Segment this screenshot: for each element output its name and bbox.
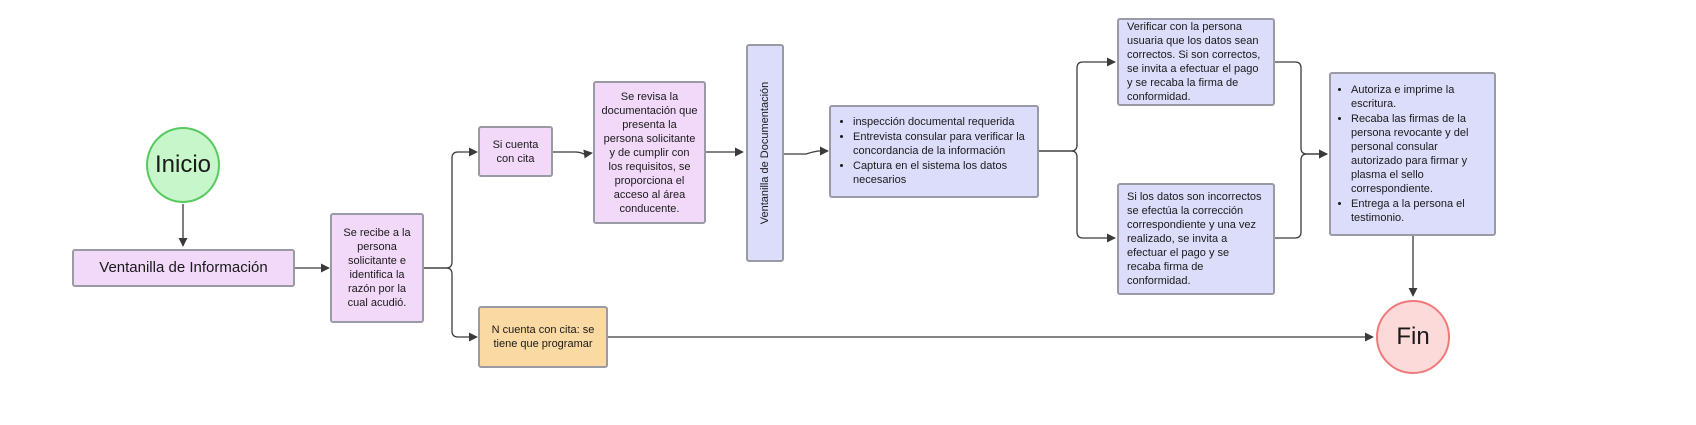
process-datos-incorrectos: Si los datos son incorrectos se efectúa …	[1117, 183, 1275, 295]
process-recibe-solicitante: Se recibe a la persona solicitante e ide…	[330, 213, 424, 323]
ventanilla-informacion-label: Ventanilla de Información	[99, 259, 268, 276]
autoriza-list: Autoriza e imprime la escritura. Recaba …	[1337, 83, 1486, 226]
inspeccion-item: Entrevista consular para verificar la co…	[853, 130, 1027, 158]
process-no-cuenta-con-cita: N cuenta con cita: se tiene que programa…	[478, 306, 608, 368]
ventanilla-documentacion-label: Ventanilla de Documentación	[759, 81, 772, 225]
inspeccion-item: inspección documental requerida	[853, 115, 1027, 129]
process-ventanilla-documentacion: Ventanilla de Documentación	[746, 44, 784, 262]
recibe-solicitante-label: Se recibe a la persona solicitante e ide…	[343, 227, 411, 309]
edge-verificar-autoriza	[1275, 61, 1328, 159]
edge-incorrectos-autoriza	[1275, 149, 1328, 239]
edge-inspeccion-verificar	[1039, 57, 1116, 152]
edge-si-cita-revisa	[553, 149, 593, 159]
datos-incorrectos-label: Si los datos son incorrectos se efectúa …	[1127, 191, 1262, 287]
process-ventanilla-informacion: Ventanilla de Información	[72, 249, 295, 287]
process-inspeccion-documental: inspección documental requerida Entrevis…	[829, 105, 1039, 198]
autoriza-item: Entrega a la persona el testimonio.	[1351, 197, 1486, 225]
process-revisa-documentacion: Se revisa la documentación que presenta …	[593, 81, 706, 224]
autoriza-item: Autoriza e imprime la escritura.	[1351, 83, 1486, 111]
end-node-fin: Fin	[1376, 300, 1450, 374]
edge-ventanilla-doc-inspeccion	[784, 146, 829, 156]
inspeccion-item: Captura en el sistema los datos necesari…	[853, 159, 1027, 187]
end-node-label: Fin	[1396, 323, 1430, 350]
revisa-documentacion-label: Se revisa la documentación que presenta …	[601, 90, 698, 215]
no-cita-label: N cuenta con cita: se tiene que programa…	[491, 324, 595, 350]
start-node-label: Inicio	[154, 151, 212, 178]
process-autoriza-escritura: Autoriza e imprime la escritura. Recaba …	[1329, 72, 1496, 236]
start-node-inicio: Inicio	[146, 127, 220, 203]
autoriza-item: Recaba las firmas de la persona revocant…	[1351, 112, 1486, 196]
verificar-datos-label: Verificar con la persona usuaria que los…	[1127, 21, 1261, 103]
edge-inspeccion-incorrectos	[1039, 150, 1116, 243]
process-si-cuenta-con-cita: Si cuenta con cita	[478, 126, 553, 177]
inspeccion-list: inspección documental requerida Entrevis…	[839, 115, 1027, 188]
si-cita-label: Si cuenta con cita	[492, 138, 539, 165]
edge-recibe-no-cita	[424, 267, 478, 342]
process-verificar-datos: Verificar con la persona usuaria que los…	[1117, 18, 1275, 106]
edge-recibe-si-cita	[424, 147, 478, 269]
